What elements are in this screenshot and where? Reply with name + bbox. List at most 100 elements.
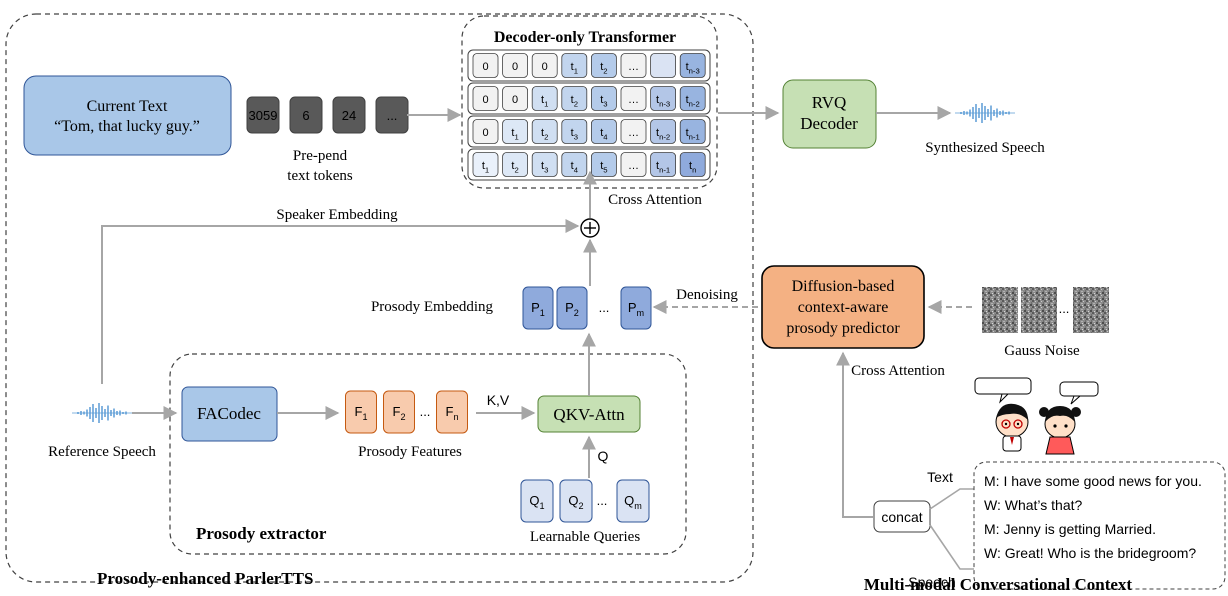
prosody-feature-token	[436, 390, 468, 434]
transformer-cell	[620, 152, 647, 177]
text-token	[289, 96, 323, 134]
prosody-features-label: Prosody Features	[358, 444, 462, 460]
pre-pend-caption-1: Pre-pend	[293, 148, 348, 164]
prosody-extractor-container	[169, 353, 687, 555]
transformer-cell-label: t4	[571, 160, 579, 174]
prosody-feature-token-label: F2	[392, 404, 405, 422]
transformer-cell	[561, 86, 588, 111]
transformer-cell-label: tn-3	[686, 61, 700, 75]
dialogue-line-2: W: What’s that?	[984, 497, 1083, 513]
transformer-cell-label: …	[628, 160, 639, 172]
speaker-embedding-label: Speaker Embedding	[276, 207, 398, 223]
transformer-cell-label: tn-2	[686, 94, 700, 108]
transformer-cell-label: …	[628, 94, 639, 106]
learnable-query-tokens: Q1 Q2... Qm	[520, 479, 650, 523]
prosody-extractor-label: Prosody extractor	[196, 524, 327, 543]
transformer-cell	[561, 119, 588, 144]
transformer-cell-label: 0	[482, 94, 488, 106]
transformer-cell	[650, 152, 676, 177]
prosody-embedding-token-ellipsis: ...	[599, 300, 610, 315]
prosody-feature-token-ellipsis: ...	[420, 404, 431, 419]
transformer-cell	[679, 152, 706, 177]
learnable-queries-label: Learnable Queries	[530, 529, 641, 545]
prosody-embedding-token	[620, 286, 652, 330]
learnable-query-token	[520, 479, 554, 523]
transformer-cell	[502, 53, 529, 78]
qkv-attn-label: QKV-Attn	[553, 405, 625, 424]
transformer-cell-label: 0	[482, 61, 488, 73]
transformer-title: Decoder-only Transformer	[494, 29, 676, 46]
transformer-cell	[650, 53, 676, 78]
prosody-feature-token-label: Fn	[445, 404, 458, 422]
transformer-cell	[502, 86, 529, 111]
transformer-cell-label: 0	[512, 61, 518, 73]
transformer-cell	[531, 86, 558, 111]
transformer-cell	[472, 119, 499, 144]
text-branch-label: Text	[927, 469, 953, 485]
transformer-cell-label: tn-2	[656, 127, 670, 141]
transformer-cell-label: t2	[541, 127, 548, 141]
multimodal-context-label: Multi-modal Conversational Context	[864, 575, 1133, 594]
transformer-cell	[679, 86, 706, 111]
transformer-cell-label: 0	[512, 94, 518, 106]
transformer-cell-label: t2	[571, 94, 578, 108]
text-token-label: ...	[387, 108, 398, 123]
transformer-cell-label: tn-1	[656, 160, 670, 174]
transformer-cell	[679, 119, 706, 144]
text-branch-line	[929, 488, 978, 510]
transformer-cell-label: t3	[600, 94, 607, 108]
transformer-cell-label: t4	[600, 127, 608, 141]
transformer-cell-label: t3	[541, 160, 548, 174]
transformer-row	[467, 49, 711, 82]
transformer-cell	[679, 53, 706, 78]
reference-waveform-icon	[72, 403, 132, 423]
diffusion-predictor-box	[761, 265, 925, 349]
parlertts-label: Prosody-enhanced ParlerTTS	[97, 569, 313, 588]
transformer-cell-label: t1	[511, 127, 518, 141]
transformer-cell	[591, 86, 617, 111]
prosody-feature-token-label: F1	[354, 404, 367, 422]
transformer-cell	[650, 86, 676, 111]
transformer-cell	[531, 119, 558, 144]
transformer-cell	[620, 86, 647, 111]
transformer-cell-label: t5	[600, 160, 607, 174]
transformer-cell	[591, 53, 617, 78]
learnable-query-token-label: Q2	[568, 493, 583, 511]
diffusion-line3: prosody predictor	[786, 320, 900, 337]
denoising-label: Denoising	[676, 287, 738, 303]
transformer-cell-label: t2	[511, 160, 518, 174]
rvq-decoder-line1: RVQ	[812, 93, 847, 112]
prosody-embedding-label: Prosody Embedding	[371, 299, 494, 315]
synthesized-waveform-icon	[955, 103, 1015, 123]
transformer-cell	[650, 119, 676, 144]
transformer-cell-label: t1	[571, 61, 578, 75]
learnable-query-token-label: Qm	[624, 493, 642, 511]
prosody-feature-tokens: F1 F2... Fn	[345, 390, 468, 434]
transformer-cell	[472, 53, 499, 78]
transformer-cell	[502, 152, 529, 177]
synthesized-speech-label: Synthesized Speech	[925, 140, 1045, 156]
transformer-cell-label: tn-3	[656, 94, 670, 108]
dialogue-line-1: M: I have some good news for you.	[984, 473, 1202, 489]
cross-attention-right-label: Cross Attention	[851, 363, 945, 379]
learnable-query-token-label: Q1	[529, 493, 544, 511]
noise-ellipsis: ...	[1059, 301, 1070, 316]
transformer-cell-label: 0	[482, 127, 488, 139]
transformer-cell-label: t3	[571, 127, 578, 141]
transformer-cell	[620, 119, 647, 144]
prosody-embedding-token	[556, 286, 588, 330]
transformer-cell	[591, 119, 617, 144]
current-text-quote: “Tom, that lucky guy.”	[54, 118, 200, 135]
rvq-decoder-line2: Decoder	[800, 114, 858, 133]
q-label: Q	[598, 448, 609, 464]
learnable-query-token-ellipsis: ...	[597, 493, 608, 508]
transformer-cell	[531, 53, 558, 78]
noise-patch-1	[982, 287, 1018, 333]
transformer-cell	[472, 152, 499, 177]
transformer-cell-label: t1	[541, 94, 548, 108]
current-text-box	[23, 75, 232, 156]
prosody-feature-token	[383, 390, 415, 434]
noise-patch-3	[1073, 287, 1109, 333]
